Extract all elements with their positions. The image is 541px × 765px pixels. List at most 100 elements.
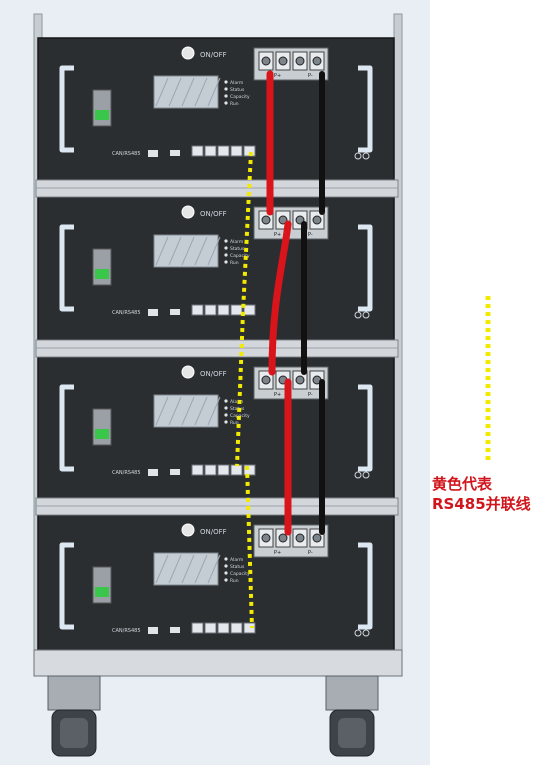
lcd-glare (155, 236, 169, 266)
power-button-label: ON/OFF (200, 370, 227, 378)
control-label: CAN/RS485 (112, 470, 141, 476)
breaker-indicator (95, 429, 109, 439)
lcd-glare (194, 77, 208, 107)
rj45-port (191, 622, 204, 634)
lcd-glare (181, 554, 195, 584)
terminal-negative-label: P- (308, 73, 313, 79)
rj45-port (243, 145, 256, 157)
module-body (37, 356, 395, 501)
terminal-screw (261, 215, 271, 225)
lcd-glare (207, 396, 221, 426)
tray-2 (35, 339, 399, 358)
ground-symbol (354, 311, 362, 319)
status-led (224, 564, 228, 568)
rj45-port (217, 145, 230, 157)
terminal-block: P+P- (253, 524, 329, 558)
terminal-positive-label: P+ (274, 392, 281, 398)
dip-switch (148, 627, 158, 634)
power-cables (266, 70, 325, 536)
terminal-positive-label: P+ (274, 232, 281, 238)
rs485-parallel-lines (235, 151, 254, 629)
terminal-screw (312, 215, 322, 225)
terminal-screw (278, 215, 288, 225)
handle-left (59, 224, 74, 312)
lcd-glare (155, 396, 169, 426)
terminal-negative-label: P- (308, 232, 313, 238)
tray-3 (35, 497, 399, 516)
caster-left (47, 675, 101, 757)
terminal-screw (312, 533, 322, 543)
breaker-indicator (95, 110, 109, 120)
base-plate (33, 649, 403, 677)
terminal-negative-label: P- (308, 550, 313, 556)
rj45-port (191, 304, 204, 316)
positive-cable-2-3 (268, 220, 292, 376)
terminal-block: P+P- (253, 366, 329, 400)
rj45-port (243, 464, 256, 476)
tray-1 (35, 179, 399, 198)
lcd-glare (181, 236, 195, 266)
status-label: Alarm (230, 239, 243, 245)
status-led (224, 571, 228, 575)
lcd-screen (153, 234, 219, 268)
lcd-glare (168, 236, 182, 266)
handle-right (358, 542, 373, 630)
lcd-glare (155, 77, 169, 107)
rj45-port (243, 622, 256, 634)
lcd-glare (194, 396, 208, 426)
terminal-screw (295, 375, 305, 385)
rj45-port (230, 304, 243, 316)
rj45-port (230, 145, 243, 157)
ground-symbol (362, 629, 370, 637)
status-label: Capacity (230, 571, 250, 577)
legend-label: 黄色代表 (432, 475, 493, 493)
status-led (224, 94, 228, 98)
legend-sublabel: RS485并联线 (432, 495, 531, 513)
status-led (224, 406, 228, 410)
handle-right (358, 65, 373, 153)
status-label: Status (230, 246, 245, 252)
dip-switch (170, 309, 180, 315)
breaker-indicator (95, 587, 109, 597)
lcd-glare (207, 236, 221, 266)
terminal-screw (295, 533, 305, 543)
status-label: Run (230, 101, 239, 107)
breaker-indicator (95, 269, 109, 279)
dip-switch (170, 627, 180, 633)
status-led (224, 399, 228, 403)
handle-left (59, 65, 74, 153)
lcd-screen (153, 394, 219, 428)
terminal-screw (261, 56, 271, 66)
status-label: Run (230, 578, 239, 584)
lcd-glare (194, 554, 208, 584)
status-label: Capacity (230, 94, 250, 100)
rj45-port (191, 145, 204, 157)
lcd-glare (168, 396, 182, 426)
status-led (224, 239, 228, 243)
rs485-line-3-4 (245, 465, 254, 629)
rj45-port (204, 464, 217, 476)
battery-module-2: ON/OFFAlarmStatusCapacityRunCAN/RS485P+P… (37, 196, 395, 341)
status-led (224, 253, 228, 257)
rj45-port (230, 622, 243, 634)
lcd-glare (207, 77, 221, 107)
handle-left (59, 384, 74, 472)
ground-symbol (354, 471, 362, 479)
battery-module-4: ON/OFFAlarmStatusCapacityRunCAN/RS485P+P… (37, 514, 395, 659)
rack-post-right (393, 13, 403, 655)
power-button-label: ON/OFF (200, 210, 227, 218)
status-led (224, 413, 228, 417)
ground-symbol (362, 311, 370, 319)
power-button-label: ON/OFF (200, 528, 227, 536)
module-body (37, 37, 395, 182)
lcd-glare (194, 236, 208, 266)
control-label: CAN/RS485 (112, 628, 141, 634)
dip-switch (170, 469, 180, 475)
power-button (181, 365, 195, 379)
rs485-line-2-3 (235, 311, 245, 467)
status-led (224, 246, 228, 250)
status-label: Run (230, 420, 239, 426)
lcd-glare (168, 77, 182, 107)
terminal-screw (295, 56, 305, 66)
